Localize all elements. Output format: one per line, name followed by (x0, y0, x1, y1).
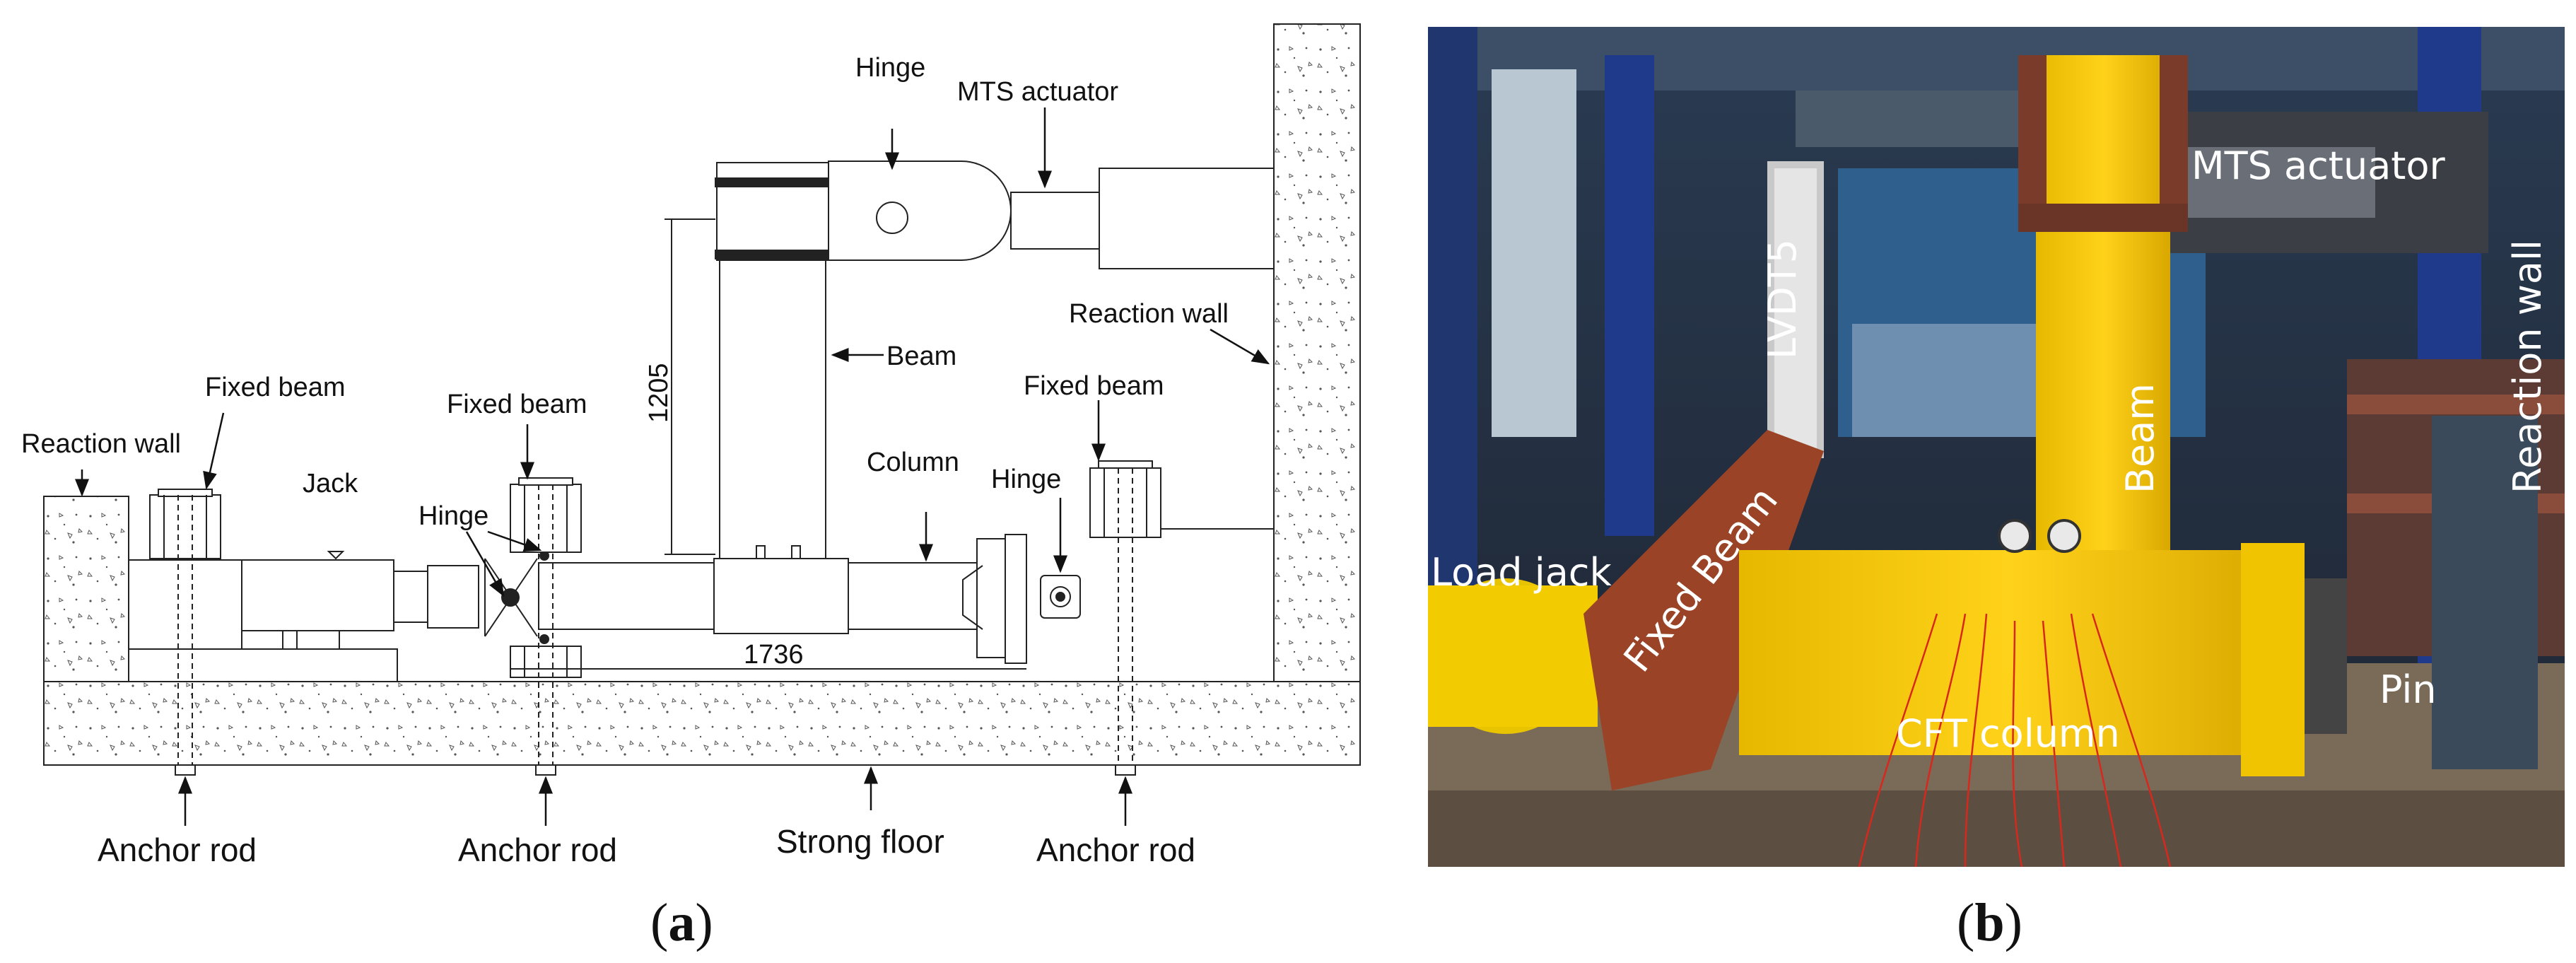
label-fixed-beam-mid: Fixed beam (447, 390, 587, 419)
caption-a: (a) (650, 892, 713, 954)
photo-label-reaction-wall: Reaction wall (2505, 240, 2550, 494)
jack-base (128, 648, 398, 682)
photo-label-cft-column: CFT column (1896, 711, 2120, 756)
strong-floor (43, 681, 1361, 766)
photo-beam (2036, 55, 2170, 550)
caption-a-open: ( (650, 893, 669, 952)
photo-label-pin: Pin (2379, 667, 2437, 712)
caption-b: (b) (1957, 892, 2022, 954)
caption-b-open: ( (1957, 893, 1975, 952)
reaction-wall-left (43, 496, 129, 682)
label-strong-floor: Strong floor (776, 823, 944, 860)
label-beam: Beam (886, 342, 956, 371)
fixed-beam-right (1089, 460, 1274, 538)
caption-a-close: ) (695, 893, 713, 952)
photo-fixed-beam (1583, 430, 1824, 790)
reaction-wall-right (1273, 23, 1361, 682)
column-beam-joint (713, 558, 849, 634)
fixed-beam-left (149, 489, 221, 559)
photo-label-load-jack: Load jack (1431, 550, 1612, 595)
label-hinge-left: Hinge (418, 501, 488, 531)
label-hinge-top: Hinge (855, 53, 925, 83)
photo-label-lvdt5: LVDT5 (1760, 239, 1805, 359)
fixed-beam-mid (510, 477, 582, 678)
label-hinge-right: Hinge (991, 465, 1061, 494)
label-jack: Jack (303, 469, 358, 498)
caption-b-close: ) (2004, 893, 2022, 952)
test-setup-schematic: Hinge MTS actuator Reaction wall Beam 12… (21, 23, 1361, 868)
photo-load-jack (1428, 585, 1598, 727)
jack (128, 559, 242, 650)
label-dimension-1205: 1205 (644, 363, 674, 423)
caption-b-letter: b (1974, 893, 2005, 952)
label-reaction-wall-right: Reaction wall (1069, 299, 1229, 329)
label-fixed-beam-right: Fixed beam (1024, 371, 1164, 401)
anchor-rods (177, 468, 1133, 774)
label-anchor-rod-1: Anchor rod (98, 831, 257, 868)
label-fixed-beam-left: Fixed beam (205, 373, 346, 402)
label-anchor-rod-3: Anchor rod (1036, 831, 1195, 868)
photo-label-beam: Beam (2118, 383, 2162, 494)
label-dimension-1736: 1736 (744, 640, 804, 670)
mts-actuator-rod (1010, 192, 1100, 250)
label-anchor-rod-2: Anchor rod (458, 831, 617, 868)
photo-pin (2305, 578, 2347, 734)
caption-a-letter: a (668, 893, 696, 952)
label-mts-actuator: MTS actuator (957, 77, 1118, 107)
label-reaction-wall-left: Reaction wall (21, 429, 181, 459)
photo-cft-column (1739, 550, 2276, 755)
label-column: Column (867, 448, 959, 477)
photo-label-mts-actuator: MTS actuator (2191, 144, 2445, 188)
photo-strain-wires (1858, 613, 2172, 867)
test-setup-photo: MTS actuator LVDT5 Reaction wall Beam Fi… (1428, 27, 2565, 867)
mts-actuator (1099, 168, 1275, 269)
